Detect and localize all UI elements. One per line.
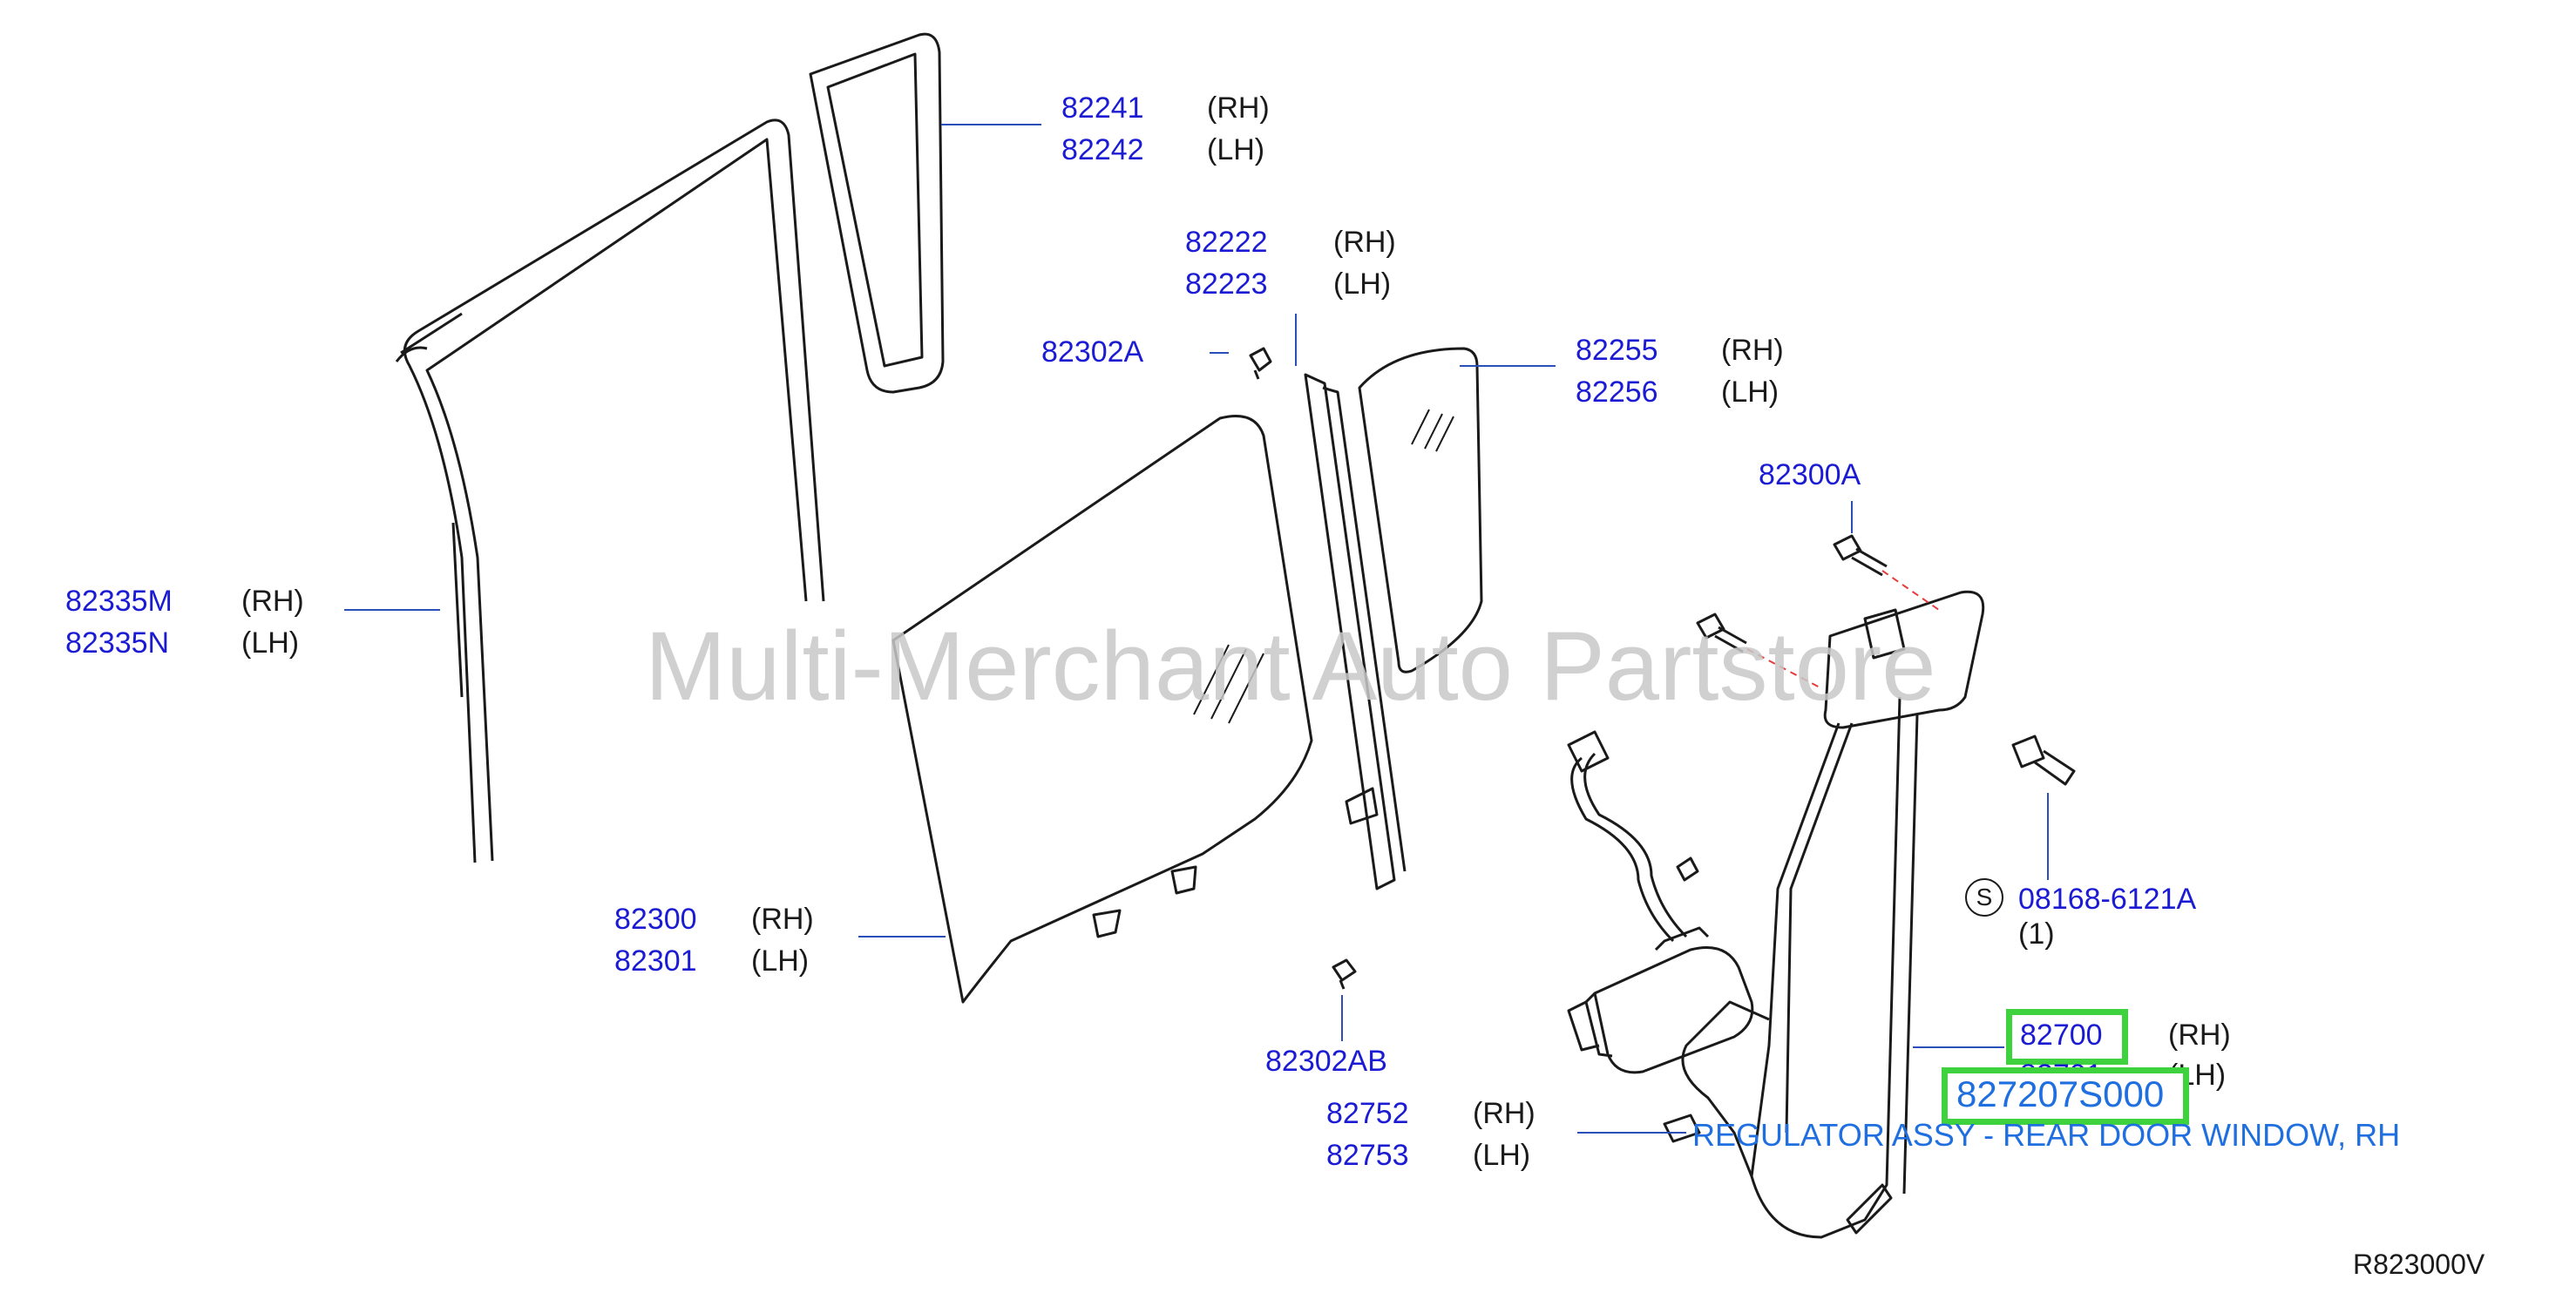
quarter-glass-82255: [1358, 347, 1483, 674]
part-number-82302AB[interactable]: 82302AB: [1265, 1045, 1387, 1078]
part-highlight-box: [2006, 1009, 2128, 1065]
watermark: Multi-Merchant Auto Partstore: [645, 612, 1936, 721]
part-number-82300[interactable]: 82300: [614, 903, 697, 936]
bolt-82300A-2: [1696, 613, 1747, 653]
selected-part-description: REGULATOR ASSY - REAR DOOR WINDOW, RH: [1692, 1117, 2401, 1153]
part-number-08168-6121A[interactable]: 08168-6121A: [2018, 883, 2197, 916]
part-number-82335N[interactable]: 82335N: [65, 626, 170, 660]
part-number-82241[interactable]: 82241: [1061, 91, 1144, 125]
part-number-82302A[interactable]: 82302A: [1041, 335, 1144, 369]
regulator-assy-82700: [1663, 590, 1985, 1239]
part-number-82335M[interactable]: 82335M: [65, 585, 173, 618]
diagram-reference-code: R823000V: [2353, 1249, 2485, 1280]
bolt-82300A: [1833, 534, 1888, 577]
wire-harness: [1567, 730, 1699, 943]
side-lh-label: (LH): [1207, 133, 1265, 166]
side-rh-label: (RH): [241, 585, 304, 618]
side-lh-label: (LH): [1473, 1139, 1531, 1172]
side-lh-label: (LH): [751, 944, 810, 978]
center-channel-82222: [1304, 373, 1407, 890]
side-rh-label: (RH): [1333, 226, 1396, 259]
part-number-82223[interactable]: 82223: [1185, 267, 1268, 301]
bolt-08168: [2011, 735, 2076, 786]
corner-sash-82241: [809, 32, 945, 394]
part-number-82700[interactable]: 82700: [2020, 1019, 2103, 1052]
regulator-motor: [1567, 926, 1754, 1074]
part-number-82255[interactable]: 82255: [1576, 334, 1658, 367]
part-number-82256[interactable]: 82256: [1576, 376, 1658, 409]
side-lh-label: (LH): [1333, 267, 1392, 301]
clip-82302AB: [1332, 958, 1357, 990]
standard-part-symbol: S: [1965, 878, 2003, 917]
side-rh-label: (RH): [2168, 1019, 2231, 1052]
side-rh-label: (RH): [1721, 334, 1784, 367]
part-number-82752[interactable]: 82752: [1326, 1097, 1409, 1130]
part-number-82301[interactable]: 82301: [614, 944, 697, 978]
side-lh-label: (LH): [1721, 376, 1779, 409]
part-number-82242[interactable]: 82242: [1061, 133, 1144, 166]
part-number-82300A[interactable]: 82300A: [1759, 458, 1861, 491]
part-number-82753[interactable]: 82753: [1326, 1139, 1409, 1172]
part-number-82222[interactable]: 82222: [1185, 226, 1268, 259]
side-rh-label: (RH): [1473, 1097, 1535, 1130]
door-glass-82300: [891, 415, 1313, 1004]
selected-part-highlight-box: [1942, 1067, 2189, 1125]
clip-82302A: [1249, 347, 1272, 380]
side-rh-label: (RH): [751, 903, 814, 936]
side-lh-label: (LH): [241, 626, 300, 660]
side-rh-label: (RH): [1207, 91, 1270, 125]
selected-part-number[interactable]: 827207S000: [1956, 1073, 2165, 1114]
door-sash-molding-82335: [395, 118, 825, 863]
quantity-label: (1): [2018, 917, 2055, 951]
